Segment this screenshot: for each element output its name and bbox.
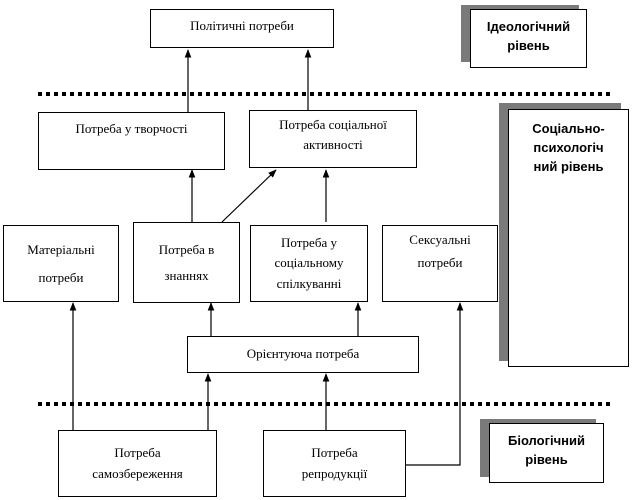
knowledge-need-label: Потреба в знаннях bbox=[158, 241, 215, 283]
level-ideological-label: Ідеологічний рівень bbox=[470, 9, 587, 68]
sexual-needs-box: Сексуальні потреби bbox=[382, 225, 498, 302]
reproduction-need-box: Потреба репродукції bbox=[263, 430, 406, 497]
arrow-reproduction-to-sexual bbox=[406, 302, 464, 466]
orienting-need-label: Орієнтуюча потреба bbox=[246, 346, 360, 362]
political-needs-box: Політичні потреби bbox=[150, 9, 334, 48]
self-preservation-need-label: Потреба самозбереження bbox=[92, 445, 183, 481]
reproduction-need-label: Потреба репродукції bbox=[301, 445, 368, 481]
level-biological-label: Біологічний рівень bbox=[489, 423, 604, 483]
social-communication-need-label: Потреба у соціальному спілкуванні bbox=[274, 235, 344, 291]
material-needs-box: Матеріальні потреби bbox=[3, 225, 119, 302]
social-activity-need-label: Потреба соціальної активності bbox=[279, 117, 387, 153]
social-activity-need-box: Потреба соціальної активності bbox=[249, 110, 417, 168]
political-needs-label: Політичні потреби bbox=[190, 18, 294, 33]
creativity-need-label: Потреба у творчості bbox=[75, 121, 188, 136]
orienting-need-box: Орієнтуюча потреба bbox=[187, 336, 419, 373]
creativity-need-box: Потреба у творчості bbox=[38, 112, 225, 170]
sexual-needs-label: Сексуальні потреби bbox=[409, 232, 471, 270]
knowledge-need-box: Потреба в знаннях bbox=[133, 222, 240, 303]
social-communication-need-box: Потреба у соціальному спілкуванні bbox=[250, 225, 368, 302]
material-needs-label: Матеріальні потреби bbox=[27, 242, 95, 285]
level-socio-psychological-label: Соціально- психологіч ний рівень bbox=[508, 109, 629, 367]
self-preservation-need-box: Потреба самозбереження bbox=[58, 430, 217, 497]
arrow-knowledge-to-social-activity bbox=[221, 169, 277, 223]
